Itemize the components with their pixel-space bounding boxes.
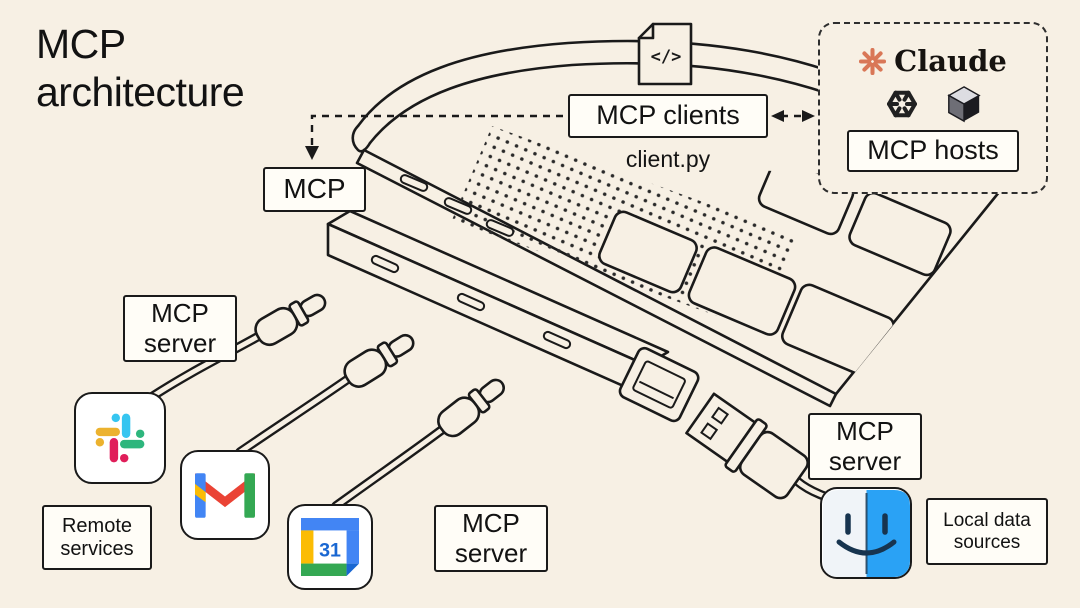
mcp-hosts-box: MCP hosts: [847, 130, 1019, 172]
code-glyph: </>: [651, 47, 682, 67]
page-title: MCP architecture: [36, 21, 245, 116]
gmail-icon: [180, 450, 270, 540]
hub-port-slot: [370, 254, 400, 274]
usb-c-plug-calendar: [437, 378, 505, 438]
hub-port-slot: [542, 330, 572, 350]
host-app-logos: [884, 85, 982, 123]
arrowhead-right-icon: [802, 110, 815, 122]
remote-services-box: Remote services: [42, 505, 152, 570]
claude-logo: Claude: [859, 44, 1007, 78]
mcp-server-box-bottom: MCP server: [434, 505, 548, 572]
laptop-side-ports: [399, 174, 515, 237]
mcp-clients-box: MCP clients: [568, 94, 768, 138]
mcp-server-box-remote: MCP server: [123, 295, 237, 362]
finder-icon: [820, 487, 912, 579]
usb-c-plug-gmail: [343, 333, 415, 388]
openai-logo: [887, 91, 917, 118]
mcp-label-box: MCP: [263, 167, 366, 212]
claude-starburst-icon: [859, 47, 887, 75]
usb-a-plug: [685, 392, 809, 500]
hub-port-slot: [456, 292, 486, 312]
laptop-drawing: [351, 39, 1006, 408]
arrow-clients-to-mcp: [310, 114, 563, 146]
mcp-server-box-local: MCP server: [808, 413, 922, 480]
client-filename: client.py: [625, 146, 711, 172]
code-file-icon: </>: [637, 22, 693, 91]
usb-hub-drawing: [326, 209, 700, 423]
arrowhead-down-icon: [305, 146, 319, 160]
dashed-connector-arrows: [305, 110, 815, 160]
calendar-day-label: 31: [319, 539, 341, 561]
usb-c-plug-slack: [254, 293, 327, 347]
slack-icon: [74, 392, 166, 484]
local-data-sources-box: Local data sources: [926, 498, 1048, 565]
arrowhead-left-icon: [771, 110, 784, 122]
mcp-hosts-panel: Claude MCP hosts: [818, 22, 1048, 194]
cursor-cube-icon: [947, 86, 981, 123]
usb-cables: [145, 293, 861, 511]
google-calendar-icon: 31: [287, 504, 373, 590]
usb-a-female-port: [618, 346, 700, 423]
claude-wordmark: Claude: [894, 44, 1007, 79]
